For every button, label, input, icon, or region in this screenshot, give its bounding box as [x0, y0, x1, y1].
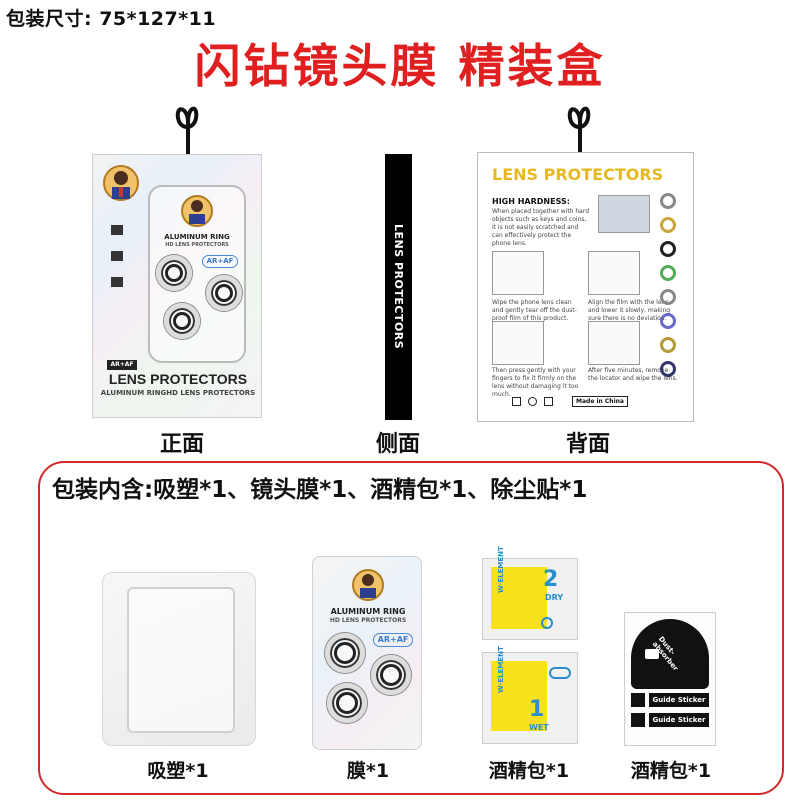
lens-film-card: ALUMINUM RING HD LENS PROTECTORS AR+AF [312, 556, 422, 750]
dust-absorber-sticker [631, 619, 709, 689]
mascot-logo-icon [103, 165, 139, 201]
dry-wipe-word: DRY [545, 593, 564, 602]
dry-wipe-brand: W·ELEMENT [497, 546, 505, 593]
back-package: LENS PROTECTORS HIGH HARDNESS: When plac… [477, 152, 694, 422]
oil-repellent-icon [111, 251, 123, 261]
film-ring-3 [327, 683, 367, 723]
ring-sample-black [660, 241, 676, 257]
keys-photo [598, 195, 650, 233]
wet-wipe-label-bg [491, 661, 547, 731]
guide-sticker-1: Guide Sticker [649, 693, 709, 707]
front-product-name: LENS PROTECTORS [108, 371, 248, 387]
ring-sample-gold [660, 217, 676, 233]
dry-wipe-packet: W·ELEMENT 2 DRY [482, 546, 578, 640]
front-caption: 正面 [159, 432, 204, 457]
wet-wipe-number: 1 [529, 697, 545, 722]
ar-af-small-badge: AR+AF [107, 360, 137, 370]
blister-tray [102, 572, 256, 746]
film-ring-2 [371, 655, 411, 695]
dry-wipe-label-bg [491, 567, 547, 629]
camera-ring-2 [206, 275, 242, 311]
dry-wipe-number: 2 [543, 567, 559, 592]
feature-icons-column [97, 225, 137, 287]
wet-wipe-word: WET [529, 723, 549, 732]
front-display-window: ALUMINUM RING HD LENS PROTECTORS AR+AF [148, 185, 246, 363]
page-title: 闪钻镜头膜 精装盒 [194, 39, 606, 93]
step-1-illustration [492, 251, 544, 295]
dust-caption: 酒精包*1 [630, 760, 712, 782]
ring-brand-text: ALUMINUM RING [164, 233, 230, 241]
step-2-text: Align the film with the lens and lower i… [588, 299, 671, 322]
wipe-caption: 酒精包*1 [488, 760, 570, 782]
window-mascot-icon [181, 195, 213, 227]
step-4-illustration [588, 321, 640, 365]
tray-cavity [127, 587, 235, 733]
guide-tab-1 [631, 693, 645, 707]
ar-af-badge: AR+AF [202, 255, 238, 268]
back-title: LENS PROTECTORS [492, 165, 664, 184]
step-3-text: Then press gently with your fingers to f… [492, 367, 579, 398]
ring-sample-green [660, 265, 676, 281]
film-ring-1 [325, 633, 365, 673]
step-3-illustration [492, 321, 544, 365]
step-1-text: Wipe the phone lens clean and gently tea… [492, 299, 577, 322]
warning-icon [528, 397, 537, 406]
film-ar-af-badge: AR+AF [373, 633, 413, 647]
contents-frame [38, 461, 784, 795]
hang-loop-icon [175, 106, 199, 158]
front-package: ALUMINUM RING HD LENS PROTECTORS AR+AF A… [92, 154, 262, 418]
phone-icon [645, 649, 659, 659]
wet-wipe-packet: W·ELEMENT 1 WET [482, 646, 578, 744]
step-2-illustration [588, 251, 640, 295]
ring-sample-gold-2 [660, 337, 676, 353]
package-size-text: 包装尺寸: 75*127*11 [6, 8, 217, 30]
front-product-sub: ALUMINUM RINGHD LENS PROTECTORS [100, 389, 256, 397]
film-mascot-icon [352, 569, 384, 601]
contents-title: 包装内含:吸塑*1、镜头膜*1、酒精包*1、除尘贴*1 [52, 477, 588, 503]
drops-icon [549, 667, 571, 679]
scratch-resistant-icon [111, 277, 123, 287]
hardness-text: When placed together with hard objects s… [492, 208, 590, 247]
film-caption: 膜*1 [346, 760, 390, 782]
tray-caption: 吸塑*1 [147, 760, 209, 782]
dust-absorber-sheet: Dust-absorber Guide Sticker Guide Sticke… [624, 612, 716, 746]
trash-icon [544, 397, 553, 406]
back-caption: 背面 [565, 432, 610, 457]
sun-icon [541, 617, 553, 629]
film-sub-text: HD LENS PROTECTORS [329, 617, 407, 624]
made-in-china-label: Made in China [572, 396, 628, 407]
side-package-text: LENS PROTECTORS [392, 224, 405, 350]
side-package [385, 154, 412, 420]
hardness-title: HIGH HARDNESS: [492, 197, 570, 206]
recycle-icon [512, 397, 521, 406]
ring-sample-column [660, 193, 680, 377]
ring-sample-navy [660, 361, 676, 377]
wet-wipe-brand: W·ELEMENT [497, 646, 505, 693]
back-hang-loop-icon [567, 106, 591, 156]
guide-sticker-2: Guide Sticker [649, 713, 709, 727]
film-brand-text: ALUMINUM RING [330, 607, 406, 616]
ring-sample-purple [660, 313, 676, 329]
side-caption: 侧面 [375, 432, 420, 457]
ring-sample-silver-2 [660, 289, 676, 305]
camera-ring-3 [164, 303, 200, 339]
ring-sample-silver [660, 193, 676, 209]
diamond-hardness-icon [111, 225, 123, 235]
ring-sub-text: HD LENS PROTECTORS [165, 242, 229, 248]
camera-ring-1 [156, 255, 192, 291]
guide-tab-2 [631, 713, 645, 727]
step-4-text: After five minutes, remove the locator a… [588, 367, 678, 382]
